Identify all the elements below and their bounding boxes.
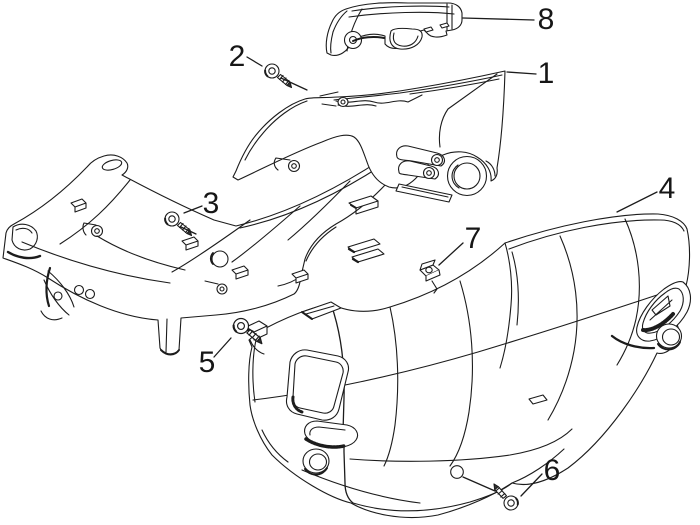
callout-6-leader-2 xyxy=(462,476,496,492)
callout-5: 5 xyxy=(199,337,232,379)
diagram-art: 1 2 3 4 5 6 xyxy=(2,2,692,518)
callout-4-leader xyxy=(616,191,658,213)
callout-2-leader xyxy=(246,56,263,67)
callout-1: 1 xyxy=(506,57,555,90)
callout-4: 4 xyxy=(616,172,676,213)
callout-8-leader xyxy=(462,17,535,21)
callout-7-leader xyxy=(438,242,464,266)
callout-2-label: 2 xyxy=(229,40,246,73)
callout-2: 2 xyxy=(229,40,308,91)
callout-3-leader xyxy=(183,205,203,214)
callout-6: 6 xyxy=(462,454,561,497)
clip-7 xyxy=(419,259,441,294)
instrument-cover xyxy=(325,2,463,56)
callout-7-label: 7 xyxy=(465,222,482,255)
callout-6-leader xyxy=(520,473,543,497)
callout-8-label: 8 xyxy=(538,3,555,36)
callout-1-leader xyxy=(506,71,537,75)
callout-3: 3 xyxy=(180,187,220,235)
callout-7: 7 xyxy=(438,222,482,266)
callout-5-label: 5 xyxy=(199,346,216,379)
upper-handlebar-cover xyxy=(232,70,506,203)
callout-6-label: 6 xyxy=(544,454,561,487)
front-cover xyxy=(245,213,692,518)
callout-1-label: 1 xyxy=(538,57,555,90)
callout-5-leader xyxy=(213,337,232,358)
screw-2 xyxy=(264,63,293,89)
mounting-wedge xyxy=(301,301,342,320)
callout-8: 8 xyxy=(462,3,555,36)
callout-2-leader-2 xyxy=(280,77,308,91)
callout-3-leader-2 xyxy=(180,226,197,235)
callouts: 1 2 3 4 5 6 xyxy=(180,3,676,497)
callout-4-label: 4 xyxy=(659,172,676,205)
callout-3-label: 3 xyxy=(203,187,220,220)
